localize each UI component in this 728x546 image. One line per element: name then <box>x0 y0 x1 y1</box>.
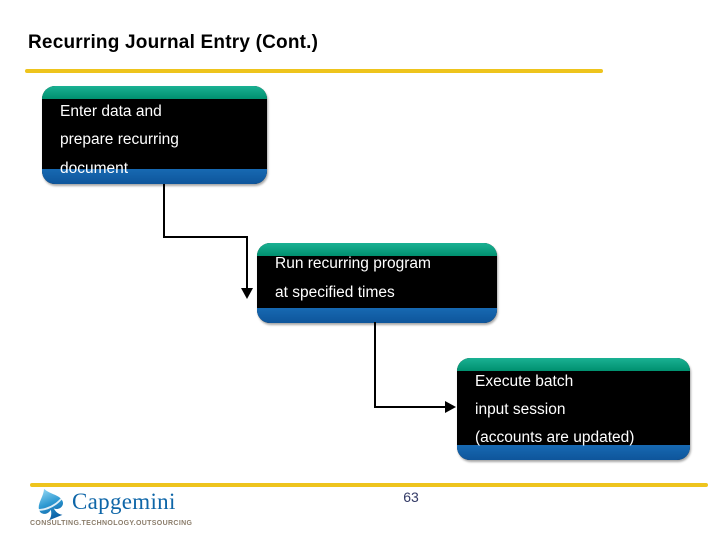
capgemini-logo-text: Capgemini <box>72 489 176 514</box>
connector-2-segment-vertical <box>374 322 376 408</box>
flow-step-text-line: at specified times <box>275 284 395 301</box>
arrow-down-icon <box>241 288 253 299</box>
connector-2-segment-horizontal <box>374 406 445 408</box>
flow-step-text-line: (accounts are updated) <box>475 429 635 446</box>
flow-step-text-line: Run recurring program <box>275 255 431 272</box>
box-bottom-cap <box>457 445 690 460</box>
flow-step-enter-data: Enter data and prepare recurring documen… <box>42 86 267 184</box>
box-top-cap <box>42 86 267 99</box>
box-bottom-cap <box>42 169 267 184</box>
footer-rule <box>30 483 708 487</box>
page-title: Recurring Journal Entry (Cont.) <box>28 32 319 53</box>
flow-step-text-line: document <box>60 160 129 177</box>
box-top-cap <box>257 243 497 256</box>
flow-step-text-line: Enter data and <box>60 103 162 120</box>
box-top-cap <box>457 358 690 371</box>
flow-step-text-line: prepare recurring <box>60 131 179 148</box>
title-underline <box>25 69 603 73</box>
flow-step-execute-batch: Execute batch input session (accounts ar… <box>457 358 690 460</box>
flow-step-run-program: Run recurring program at specified times <box>257 243 497 323</box>
flow-step-text-line: Execute batch <box>475 373 574 390</box>
capgemini-spade-icon <box>38 488 64 520</box>
arrow-right-icon <box>445 401 456 413</box>
box-bottom-cap <box>257 308 497 323</box>
connector-1-segment-vertical <box>163 184 165 238</box>
connector-1-segment-horizontal <box>163 236 248 238</box>
connector-1-segment-vertical-2 <box>246 236 248 289</box>
slide-page-number: 63 <box>403 489 419 505</box>
flow-step-text-line: input session <box>475 401 566 418</box>
capgemini-tagline: CONSULTING.TECHNOLOGY.OUTSOURCING <box>30 520 193 527</box>
